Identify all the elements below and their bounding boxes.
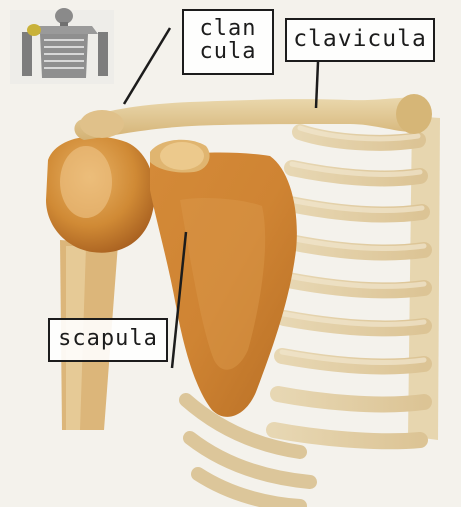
- label-clan-line2: cula: [184, 40, 272, 63]
- skeleton-thumbnail-icon: [10, 8, 114, 84]
- label-clavicula: clavicula: [285, 18, 435, 62]
- label-clan-line1: clan: [184, 17, 272, 40]
- label-clan-cula: clan cula: [182, 9, 274, 75]
- label-scapula: scapula: [48, 318, 168, 362]
